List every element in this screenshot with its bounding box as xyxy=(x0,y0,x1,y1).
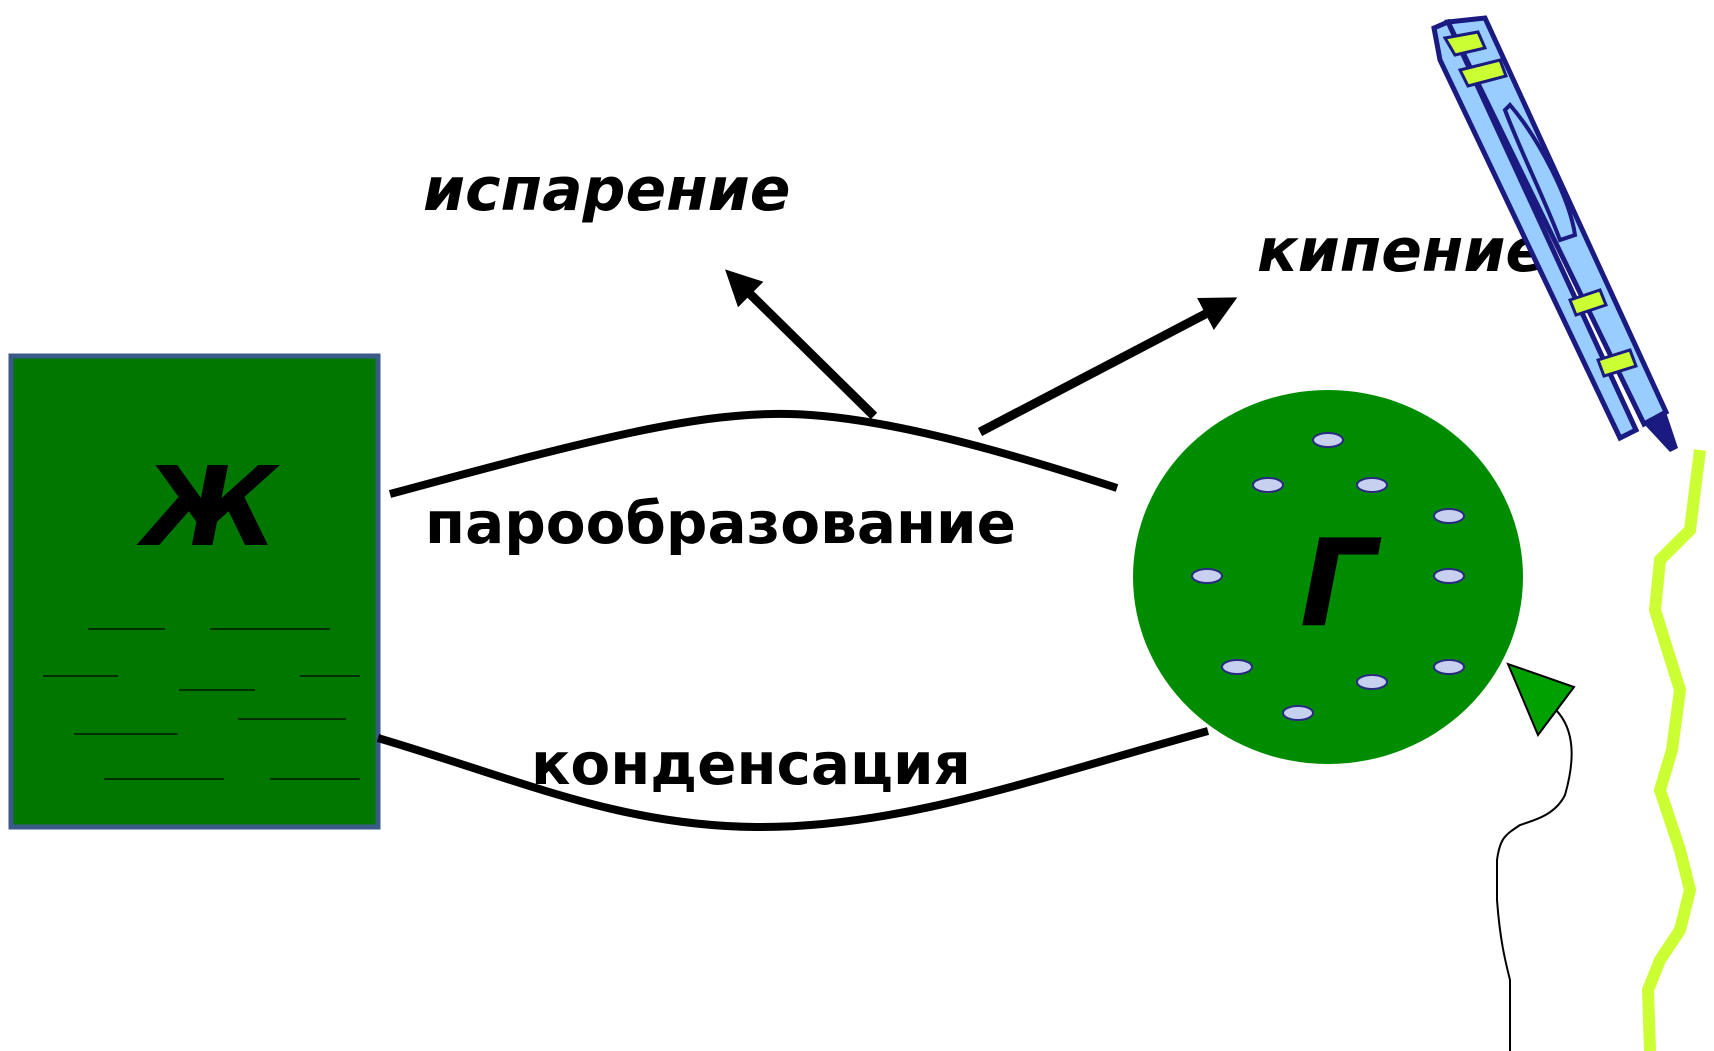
lightning-icon xyxy=(1641,449,1706,1051)
liquid-symbol: Ж xyxy=(136,443,281,571)
condensation-curve xyxy=(376,727,1210,832)
gas-circle-group: Г xyxy=(1133,390,1523,764)
pointer-icon xyxy=(1496,662,1576,1051)
liquid-water-lines xyxy=(43,628,360,780)
gas-symbol: Г xyxy=(1300,515,1382,654)
gas-particles xyxy=(1191,432,1465,721)
vaporization-label: парообразование xyxy=(425,489,1016,557)
liquid-box: Ж xyxy=(8,353,381,830)
boiling-label: кипение xyxy=(1257,216,1546,286)
evaporation-label: испарение xyxy=(423,155,790,225)
vaporization-curve xyxy=(388,409,1119,498)
liquid-rect xyxy=(8,353,381,830)
boiling-arrow xyxy=(977,297,1238,436)
evaporation-arrow xyxy=(725,269,878,420)
pencil-icon xyxy=(1431,15,1678,452)
condensation-label: конденсация xyxy=(531,730,971,798)
